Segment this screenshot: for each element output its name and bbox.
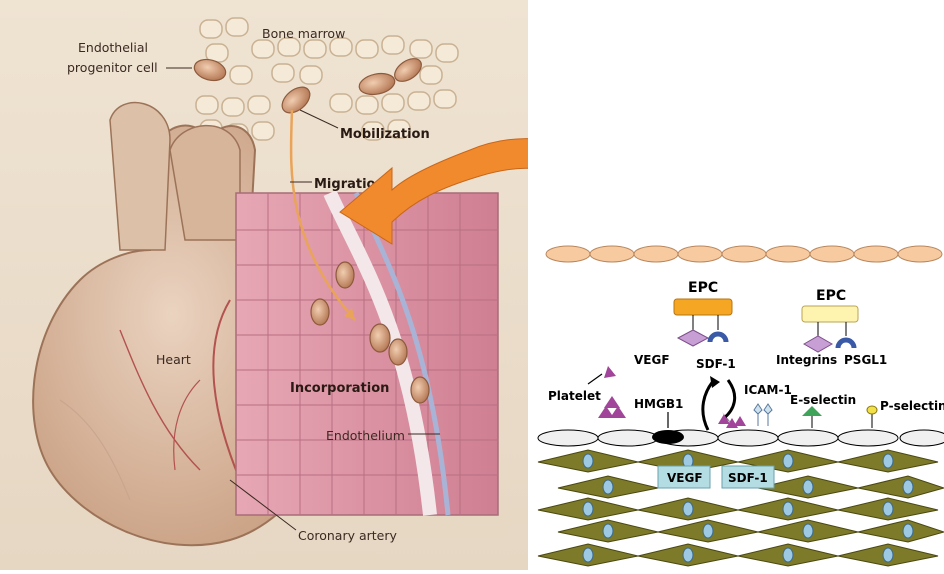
leader-lines [166,67,440,531]
sdf1-ligands [718,414,746,428]
integrin-receptor-icon [802,335,834,353]
e-selectin-label: E-selectin [790,393,856,407]
hmgb1-icon [652,430,684,444]
coronary-artery-label: Coronary artery [298,528,398,543]
migration-arrow [289,109,356,321]
sdf1-top-label: SDF-1 [696,357,736,371]
psgl1-hook-icon [835,337,857,349]
epc-right-title: EPC [816,288,846,304]
psgl1-label: PSGL1 [844,353,887,367]
incorporation-label: Incorporation [290,381,389,396]
integrins-label: Integrins [776,353,837,367]
epc-left-body [673,298,733,316]
vegf-box: VEGF [657,465,711,489]
epc-right-body [801,305,859,323]
epc-left: EPC VEGF [634,280,733,367]
endothelium-label: Endothelium [326,428,405,443]
p-selectin-icon [866,405,878,415]
platelet-group: Platelet [548,366,626,418]
migration-arrowhead [344,308,355,320]
molecular-schematic: EPC VEGF EPC Integrins PSGL1 Platelet HM… [528,0,944,570]
anatomical-illustration: Bone marrow Endothelial progenitor cell … [0,0,528,570]
e-selectin-icon [802,406,822,416]
illustration-svg: Bone marrow Endothelial progenitor cell … [0,0,528,570]
heart-label: Heart [156,352,191,367]
epc-left-title: EPC [688,280,718,296]
vegf-receptor-icon [676,329,710,347]
platelet-label: Platelet [548,389,601,403]
platelet-icon [604,366,616,378]
migration-label: Migration [314,177,385,192]
vegf-receptor-label: VEGF [634,353,670,367]
epc-label-line2: progenitor cell [67,60,158,75]
hmgb1-label: HMGB1 [634,397,683,411]
bone-marrow-label: Bone marrow [262,26,345,41]
p-selectin-label: P-selectin [880,399,944,413]
top-cell-row [545,245,943,263]
receptor-hook-icon [707,331,729,343]
epc-label-line1: Endothelial [78,40,148,55]
icam1-label: ICAM-1 [744,383,792,397]
mobilization-label: Mobilization [340,127,430,142]
epc-right: EPC Integrins PSGL1 [776,288,887,367]
schematic-svg: EPC VEGF EPC Integrins PSGL1 Platelet HM… [528,0,944,570]
bone-marrow-cells [195,17,459,143]
sdf1-box-label: SDF-1 [728,471,768,485]
vessel-inset [235,190,499,516]
vegf-box-label: VEGF [667,471,703,485]
marrow-epc-cells [193,58,422,114]
icam1-icon [753,403,773,426]
sdf1-box: SDF-1 [721,465,775,489]
